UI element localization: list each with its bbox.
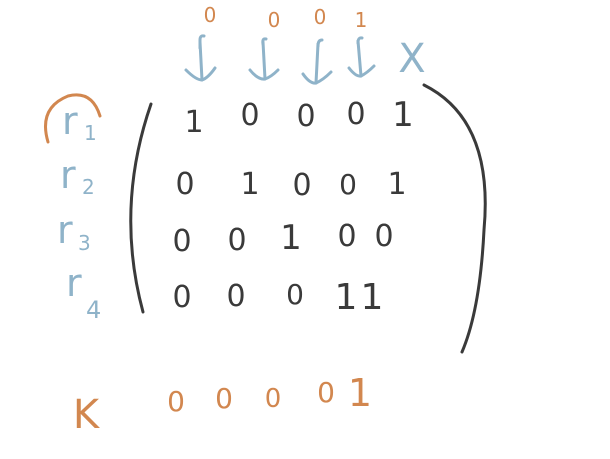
arrow-down-icon	[184, 34, 217, 82]
r1-highlight-arc	[44, 93, 102, 144]
row-label-1-letter: r	[62, 99, 78, 143]
matrix-cell: 1	[392, 95, 414, 135]
matrix-row-2: 0 1 0 0 1	[175, 167, 406, 203]
matrix-cell: 0	[172, 280, 191, 315]
matrix-cell: 0	[286, 278, 304, 311]
row-label-2: r 2	[60, 153, 95, 199]
row-label-2-letter: r	[60, 153, 76, 197]
k-value: 0	[317, 376, 335, 409]
k-value: 0	[265, 384, 282, 414]
matrix-cell: 1	[361, 277, 384, 318]
k-values: 0 0 0 0 1	[167, 371, 372, 418]
k-label: K	[73, 392, 101, 438]
matrix-body: 1 0 0 0 1 0 1 0 0 1 0 0 1 0 0 0 0 0 1 1	[172, 95, 413, 318]
matrix-cell: 0	[374, 219, 393, 254]
column-x-label: X	[398, 36, 425, 82]
top-annotation-4: 1	[355, 8, 368, 32]
k-value: 0	[215, 382, 233, 415]
arrow-down-icon	[347, 36, 376, 78]
matrix-right-bracket	[422, 83, 487, 354]
matrix-cell: 1	[387, 167, 406, 202]
top-annotation-2: 0	[268, 8, 281, 32]
matrix-cell: 0	[175, 167, 194, 202]
row-label-4-sub: 4	[86, 296, 101, 324]
row-label-3-letter: r	[57, 208, 73, 252]
row-label-1: r 1	[62, 99, 97, 145]
matrix-cell: 1	[280, 218, 302, 258]
matrix-cell: 0	[227, 223, 246, 258]
matrix-cell: 0	[226, 279, 245, 314]
matrix-row-1: 1 0 0 0 1	[184, 95, 413, 140]
matrix-cell: 0	[339, 168, 357, 201]
matrix-row-4: 0 0 0 1 1	[172, 277, 383, 318]
matrix-cell: 0	[337, 219, 356, 254]
row-label-4-letter: r	[66, 261, 82, 305]
matrix-row-3: 0 0 1 0 0	[172, 218, 393, 259]
row-label-4: r 4	[66, 261, 101, 324]
matrix-cell: 1	[184, 105, 203, 140]
k-value: 0	[167, 385, 185, 418]
row-label-2-sub: 2	[82, 175, 95, 199]
top-annotations: 0 0 0 1	[204, 3, 368, 32]
matrix-cell: 0	[296, 99, 315, 134]
matrix-left-bracket	[129, 102, 153, 314]
row-label-1-sub: 1	[84, 121, 97, 145]
matrix-cell: 0	[172, 224, 191, 259]
column-arrows	[184, 34, 376, 85]
arrow-down-icon	[301, 38, 333, 85]
row-labels: r 1 r 2 r 3 r 4	[57, 99, 101, 324]
matrix-cell: 0	[346, 97, 365, 132]
top-annotation-3: 0	[314, 5, 327, 29]
top-annotation-1: 0	[204, 3, 217, 27]
matrix-cell: 1	[240, 167, 259, 202]
row-label-3-sub: 3	[78, 231, 91, 255]
arrow-down-icon	[248, 37, 280, 81]
k-value: 1	[348, 371, 372, 415]
row-label-3: r 3	[57, 208, 91, 255]
matrix-cell: 1	[335, 277, 358, 318]
matrix-cell: 0	[240, 98, 259, 133]
matrix-cell: 0	[292, 168, 311, 203]
